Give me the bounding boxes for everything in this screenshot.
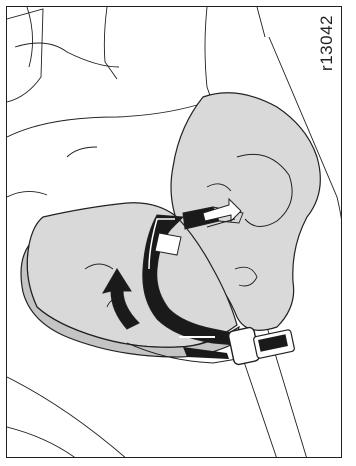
child-seat-illustration [7, 7, 342, 458]
belt-guide-clip [155, 233, 181, 255]
belt-buckle [228, 327, 295, 366]
illustration-frame: r13042 [6, 6, 342, 458]
figure-code: r13042 [317, 15, 337, 71]
